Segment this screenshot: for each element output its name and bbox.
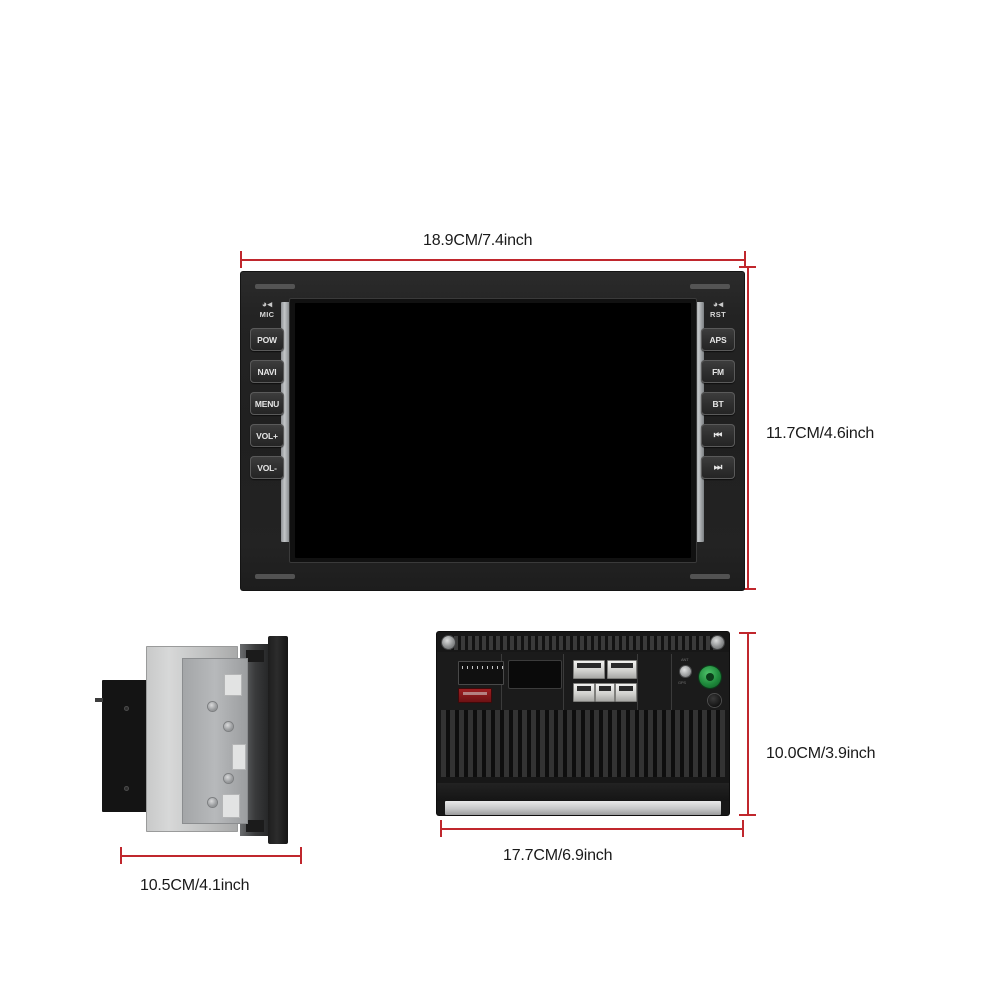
side-depth-tick-left xyxy=(120,847,122,864)
plate-screw-4 xyxy=(208,798,217,807)
rear-mounting-bracket xyxy=(95,680,154,812)
rear-width-label: 17.7CM/6.9inch xyxy=(503,847,613,864)
front-width-tick-left xyxy=(240,251,242,268)
aps-button[interactable]: APS xyxy=(701,328,735,351)
rear-screw-top-left xyxy=(442,636,455,649)
volume-up-button[interactable]: VOL+ xyxy=(250,424,284,447)
display-bezel xyxy=(289,298,697,563)
left-button-column: POW NAVI MENU VOL+ VOL- xyxy=(245,328,289,479)
front-trim-top-left xyxy=(255,284,295,289)
side-mounting-plate xyxy=(182,658,248,824)
front-height-line xyxy=(747,266,749,590)
antenna-jack xyxy=(699,666,721,688)
gps-antenna-jack xyxy=(680,666,691,677)
front-width-tick-right xyxy=(744,251,746,268)
top-ventilation-slots xyxy=(447,636,719,650)
reset-icon: ◕◂ xyxy=(712,299,724,309)
finned-heatsink xyxy=(441,710,725,777)
side-clip-top xyxy=(246,650,264,662)
rca-output-jack-upper xyxy=(708,694,721,707)
previous-track-button[interactable]: ⏮ xyxy=(701,424,735,447)
front-width-label: 18.9CM/7.4inch xyxy=(423,232,533,249)
bluetooth-button[interactable]: BT xyxy=(701,392,735,415)
front-height-label: 11.7CM/4.6inch xyxy=(766,425,875,442)
microphone-label-group: ◕◂ MIC xyxy=(245,299,289,320)
bezel-rail-right xyxy=(695,302,704,542)
iso-aux-connector-b xyxy=(595,683,615,702)
rear-panel-view: ANT GPS AV SUB xyxy=(437,632,729,815)
rear-width-tick-left xyxy=(440,820,442,837)
reset-label-group: ◕◂ RST xyxy=(696,299,740,320)
bracket-hole-bottom xyxy=(124,786,129,791)
side-depth-tick-right xyxy=(300,847,302,864)
plate-tab-top xyxy=(224,674,242,696)
panel-divider-4 xyxy=(671,654,672,710)
side-depth-line xyxy=(120,855,302,857)
iso-power-connector xyxy=(573,660,605,679)
antenna-marking-text: ANT xyxy=(681,657,689,662)
rear-height-tick-top xyxy=(739,632,756,634)
rear-lower-bar xyxy=(437,783,729,801)
iso-speaker-connector xyxy=(607,660,637,679)
iso-aux-connector-c xyxy=(615,683,637,702)
front-face-view: ◕◂ MIC ◕◂ RST POW NAVI MENU VOL+ VOL- AP… xyxy=(241,272,744,590)
panel-divider-3 xyxy=(637,654,638,710)
gps-marking-text: GPS xyxy=(678,680,686,685)
plate-screw-1 xyxy=(208,702,217,711)
front-trim-bottom-left xyxy=(255,574,295,579)
front-trim-top-right xyxy=(690,284,730,289)
right-button-column: APS FM BT ⏮ ⏭ xyxy=(696,328,740,479)
front-height-tick-top xyxy=(739,266,756,268)
front-trim-bottom-right xyxy=(690,574,730,579)
touchscreen-display[interactable] xyxy=(295,303,691,558)
fuse-block xyxy=(458,688,492,703)
front-height-tick-bottom xyxy=(739,588,756,590)
rear-height-line xyxy=(747,632,749,816)
rear-width-line xyxy=(440,828,744,830)
plate-screw-2 xyxy=(224,722,233,731)
plate-tab-bottom xyxy=(222,794,240,818)
volume-down-button[interactable]: VOL- xyxy=(250,456,284,479)
plate-screw-3 xyxy=(224,774,233,783)
iso-aux-connector-a xyxy=(573,683,595,702)
next-track-button[interactable]: ⏭ xyxy=(701,456,735,479)
pin-header-connector xyxy=(458,661,504,685)
microphone-label: MIC xyxy=(259,310,275,319)
side-profile-view xyxy=(95,636,312,844)
bracket-hole-top xyxy=(124,706,129,711)
microphone-icon: ◕◂ xyxy=(261,299,273,309)
power-button[interactable]: POW xyxy=(250,328,284,351)
bezel-rail-left xyxy=(281,302,290,542)
faceplate-edge xyxy=(268,636,288,844)
side-clip-bottom xyxy=(246,820,264,832)
front-width-line xyxy=(240,259,746,261)
plate-tab-middle xyxy=(232,744,246,770)
rear-screw-top-right xyxy=(711,636,724,649)
rear-height-tick-bottom xyxy=(739,814,756,816)
menu-button[interactable]: MENU xyxy=(250,392,284,415)
rear-height-label: 10.0CM/3.9inch xyxy=(766,745,876,762)
reset-label: RST xyxy=(710,310,726,319)
side-depth-label: 10.5CM/4.1inch xyxy=(140,877,250,894)
navigation-button[interactable]: NAVI xyxy=(250,360,284,383)
panel-divider-2 xyxy=(563,654,564,710)
chassis-base-rail xyxy=(445,801,721,815)
dark-expansion-port xyxy=(508,660,562,689)
fm-radio-button[interactable]: FM xyxy=(701,360,735,383)
rear-width-tick-right xyxy=(742,820,744,837)
